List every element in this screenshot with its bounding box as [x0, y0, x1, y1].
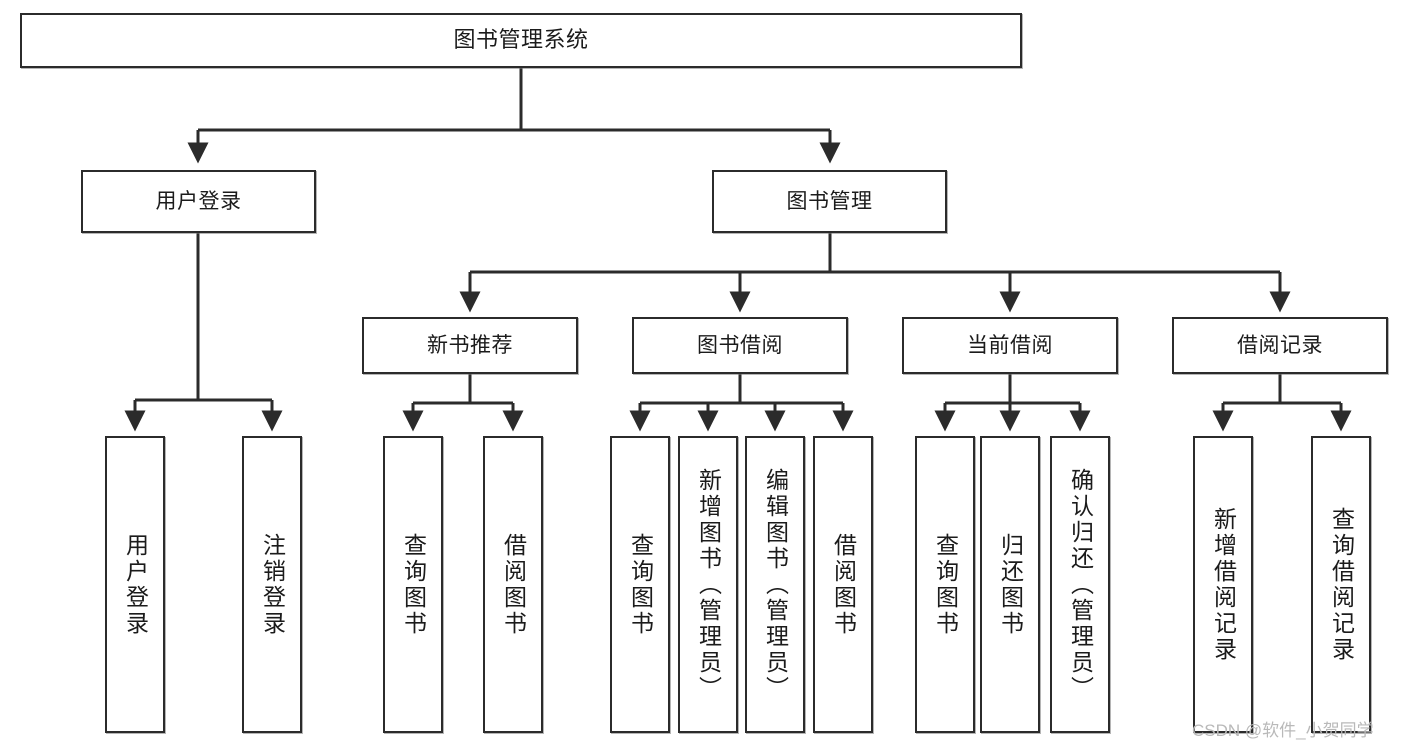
node-label: 当前借阅 — [967, 333, 1053, 357]
leaf-borrow-book-newbook[interactable]: 借阅图书 — [483, 436, 543, 733]
node-current-borrow[interactable]: 当前借阅 — [902, 317, 1118, 374]
leaf-return-book[interactable]: 归还图书 — [980, 436, 1040, 733]
node-label: 借阅图书 — [830, 532, 857, 637]
node-label: 新书推荐 — [427, 333, 513, 357]
node-label: 图书管理系统 — [453, 27, 589, 53]
leaf-add-book-admin[interactable]: 新增图书（管理员） — [678, 436, 738, 733]
node-label: 编辑图书（管理员） — [762, 467, 789, 702]
node-borrow-record[interactable]: 借阅记录 — [1172, 317, 1388, 374]
leaf-query-book-borrow[interactable]: 查询图书 — [610, 436, 670, 733]
node-label: 查询图书 — [400, 532, 427, 637]
node-new-book-recommend[interactable]: 新书推荐 — [362, 317, 578, 374]
leaf-add-borrow-record[interactable]: 新增借阅记录 — [1193, 436, 1253, 733]
node-label: 查询借阅记录 — [1328, 506, 1355, 663]
node-book-management[interactable]: 图书管理 — [712, 170, 947, 233]
leaf-user-login[interactable]: 用户登录 — [105, 436, 165, 733]
node-label: 新增图书（管理员） — [695, 467, 722, 702]
node-label: 借阅图书 — [500, 532, 527, 637]
leaf-query-book-current[interactable]: 查询图书 — [915, 436, 975, 733]
node-label: 确认归还（管理员） — [1067, 467, 1094, 702]
leaf-query-book-newbook[interactable]: 查询图书 — [383, 436, 443, 733]
node-label: 图书借阅 — [697, 333, 783, 357]
node-label: 用户登录 — [155, 189, 242, 213]
leaf-edit-book-admin[interactable]: 编辑图书（管理员） — [745, 436, 805, 733]
node-label: 查询图书 — [932, 532, 959, 637]
leaf-query-borrow-record[interactable]: 查询借阅记录 — [1311, 436, 1371, 733]
node-label: 新增借阅记录 — [1210, 506, 1237, 663]
node-label: 归还图书 — [997, 532, 1024, 637]
node-book-borrow[interactable]: 图书借阅 — [632, 317, 848, 374]
node-label: 借阅记录 — [1237, 333, 1323, 357]
node-label: 用户登录 — [122, 532, 149, 637]
node-label: 查询图书 — [627, 532, 654, 637]
node-label: 图书管理 — [786, 189, 873, 213]
node-root-system[interactable]: 图书管理系统 — [20, 13, 1022, 68]
leaf-confirm-return-admin[interactable]: 确认归还（管理员） — [1050, 436, 1110, 733]
csdn-watermark: CSDN @软件_小贺同学 — [1192, 721, 1374, 740]
leaf-logout[interactable]: 注销登录 — [242, 436, 302, 733]
leaf-borrow-book[interactable]: 借阅图书 — [813, 436, 873, 733]
node-user-login[interactable]: 用户登录 — [81, 170, 316, 233]
node-label: 注销登录 — [259, 532, 286, 637]
